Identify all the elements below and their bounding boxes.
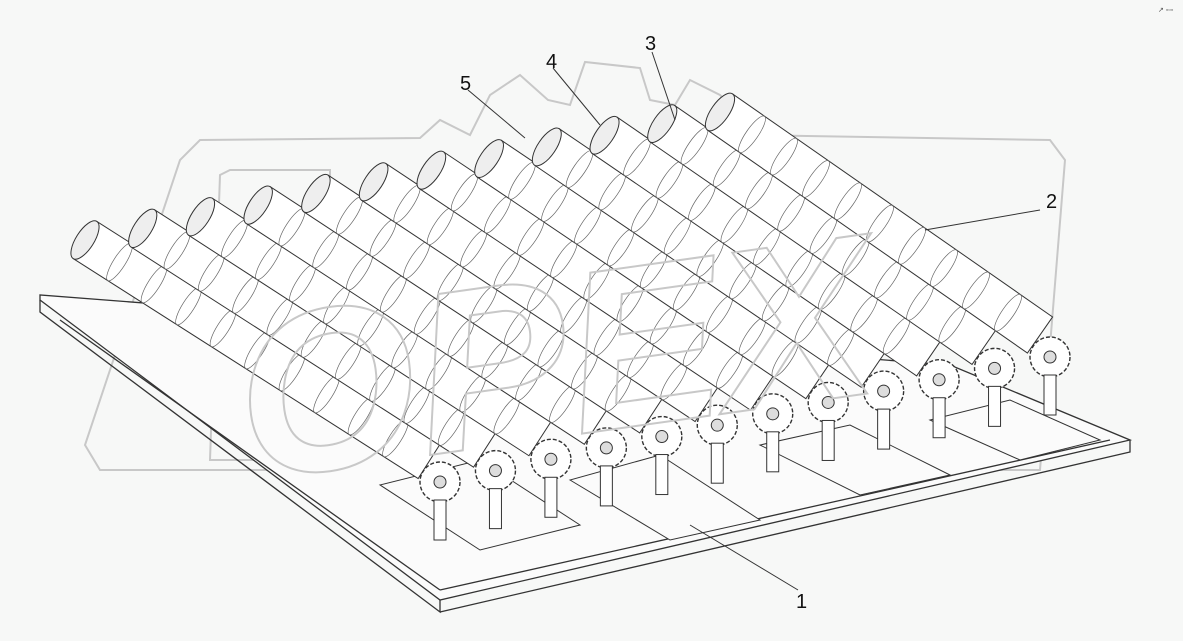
gear-hub [1043,350,1057,364]
roller-end-cap [185,197,216,237]
roller-segment [866,204,894,243]
roller-end-cap [243,185,273,225]
gear-hub [988,361,1002,375]
gear-bracket [710,442,724,484]
gear-hub [544,452,558,466]
roller-end-cap [128,208,158,248]
callout-5: 5 [460,73,471,95]
gear-bracket [766,431,780,473]
roller-segment [962,271,990,310]
callout-2: 2 [1046,191,1057,213]
gear-hub [655,430,669,444]
roller-segment [834,182,862,220]
leader-lines [467,51,1041,591]
leader-line-2 [924,209,1041,231]
callout-1: 1 [796,591,807,613]
roller-segment [898,227,926,265]
gear-bracket [821,419,835,461]
gear-hub [932,373,946,387]
gear-hub [766,407,780,421]
gear-bracket [433,499,447,541]
roller-end-cap [358,162,389,202]
roller-end-cap [589,115,620,155]
gear-bracket [988,385,1002,427]
roller-end-cap [416,150,447,190]
roller-end-cap [474,139,504,178]
gear-hub [821,395,835,409]
gear-bracket [599,465,613,507]
leader-line-3 [651,51,676,121]
callout-4: 4 [546,51,557,73]
gear-bracket [544,476,558,518]
gear-hub [599,441,613,455]
roller-segment [770,137,798,176]
gear-hub [433,475,447,489]
gear-bracket [877,408,891,450]
corner-mark: ↗ ▫▫▫ [1158,7,1173,14]
roller-end-cap [704,92,736,132]
gear-hub [488,464,502,478]
roller-end-cap [301,173,331,213]
gear-hub [877,384,891,398]
gear-bracket [1043,374,1057,416]
roller-end-cap [647,104,678,143]
gear-assemblies [419,336,1071,541]
roller-end-cap [70,220,100,260]
roller-segment [738,115,766,154]
rollers [70,92,1054,480]
leader-line-5 [467,89,526,139]
roller-segment [930,249,958,287]
leader-line-1 [689,524,799,591]
gear-bracket [932,397,946,439]
callout-3: 3 [645,33,656,55]
gear-hub [710,418,724,432]
gear-bracket [488,488,502,530]
roller-end-cap [531,127,562,167]
gear-bracket [655,454,669,496]
roller-segment [802,160,830,198]
roller-segment [994,293,1022,332]
leader-line-4 [552,67,601,126]
